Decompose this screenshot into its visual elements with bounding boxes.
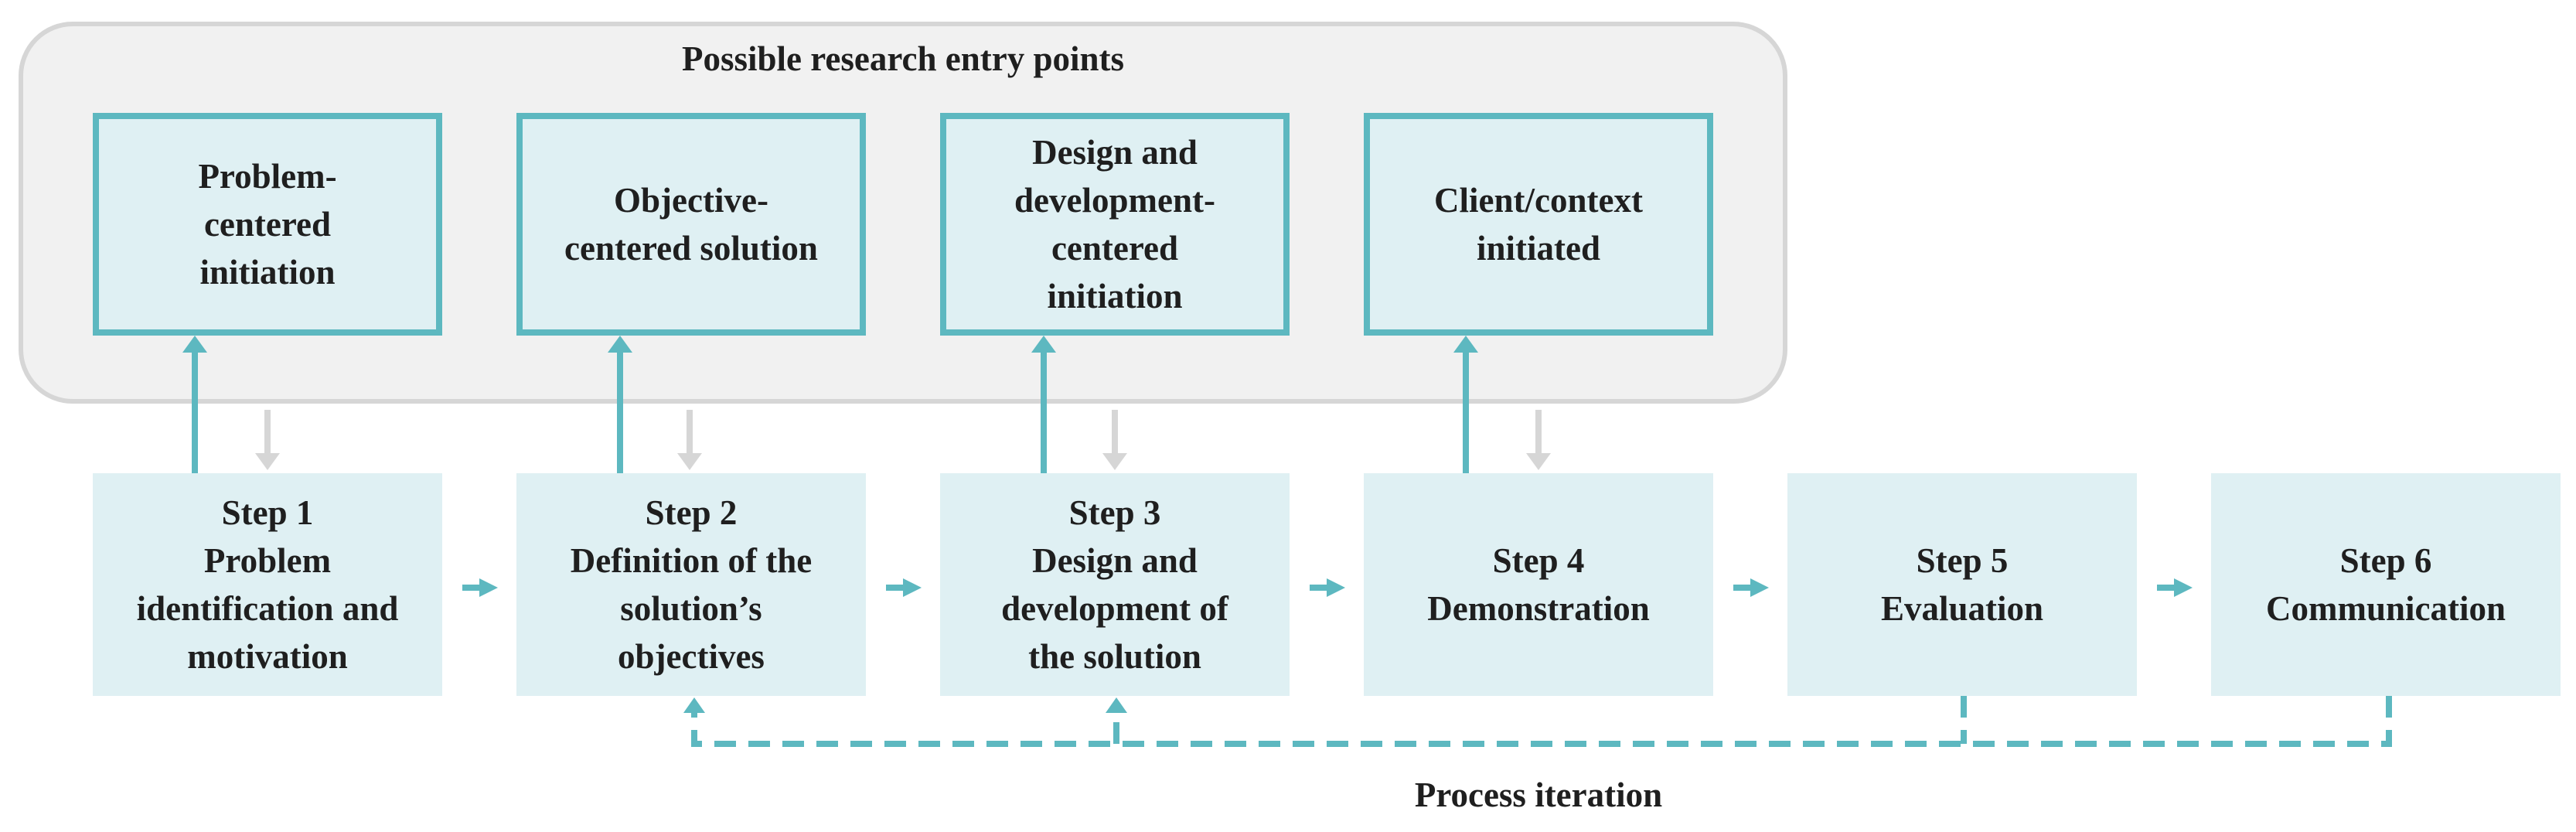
upward-arrows xyxy=(182,336,1478,473)
process-iteration-label: Process iteration xyxy=(1414,776,1663,814)
up-arrowhead-step1 xyxy=(182,336,207,353)
process-iteration-loop xyxy=(683,696,2392,747)
step-5-box: Step 5 Evaluation xyxy=(1787,473,2137,696)
step-flow-arrows xyxy=(462,578,2193,597)
flow-arrowhead-4-5 xyxy=(1750,578,1769,597)
down-arrowhead-step3 xyxy=(1102,453,1127,470)
up-arrowhead-step3 xyxy=(1031,336,1056,353)
flow-arrowhead-2-3 xyxy=(903,578,922,597)
entry-objective-centered: Objective- centered solution xyxy=(516,113,866,336)
entry-points-title: Possible research entry points xyxy=(681,39,1125,78)
flow-arrowhead-1-2 xyxy=(479,578,498,597)
step-3-box: Step 3 Design and development of the sol… xyxy=(940,473,1290,696)
entry-client-context: Client/context initiated xyxy=(1364,113,1713,336)
flow-arrowhead-3-4 xyxy=(1327,578,1345,597)
step-1-box: Step 1 Problem identification and motiva… xyxy=(93,473,442,696)
step-2-box: Step 2 Definition of the solution’s obje… xyxy=(516,473,866,696)
down-arrowhead-step1 xyxy=(255,453,280,470)
down-arrowhead-step2 xyxy=(677,453,702,470)
iteration-dashed-line xyxy=(691,696,2392,747)
downward-arrows xyxy=(255,410,1551,470)
up-arrowhead-step2 xyxy=(608,336,632,353)
entry-design-development-centered: Design and development- centered initiat… xyxy=(940,113,1290,336)
down-arrowhead-step4 xyxy=(1526,453,1551,470)
step-4-box: Step 4 Demonstration xyxy=(1364,473,1713,696)
iteration-arrowhead-step3 xyxy=(1106,697,1127,713)
entry-problem-centered: Problem- centered initiation xyxy=(93,113,442,336)
iteration-arrowhead-step2 xyxy=(683,697,705,713)
flow-arrowhead-5-6 xyxy=(2174,578,2193,597)
step-6-box: Step 6 Communication xyxy=(2211,473,2561,696)
up-arrowhead-step4 xyxy=(1453,336,1478,353)
